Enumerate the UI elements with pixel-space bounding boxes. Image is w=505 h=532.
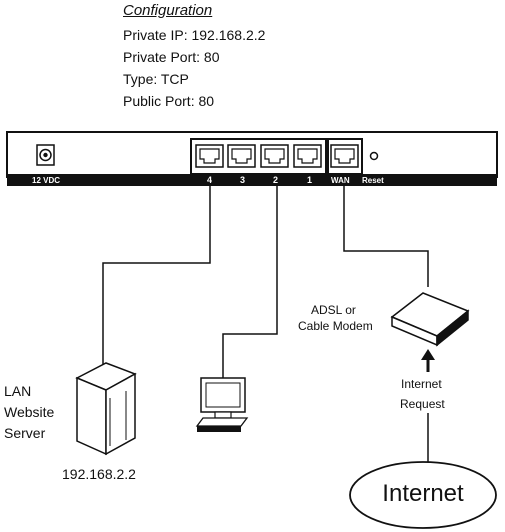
configuration-title: Configuration — [123, 2, 213, 19]
port-label-1: 1 — [307, 175, 312, 185]
port-label-3: 3 — [240, 175, 245, 185]
port-label-4: 4 — [207, 175, 212, 185]
lan-port-1-icon — [293, 144, 322, 168]
port-label-2: 2 — [273, 175, 278, 185]
reset-button-icon — [369, 151, 379, 161]
cable-port2-to-pc — [222, 186, 278, 378]
lan-port-4-icon — [195, 144, 224, 168]
router: 12 VDC 4 3 2 1 WAN Reset — [6, 131, 498, 186]
server-ip-label: 192.168.2.2 — [62, 466, 136, 482]
cable-wan-to-modem — [343, 186, 429, 287]
lan-port-2-icon — [260, 144, 289, 168]
reset-label: Reset — [362, 176, 384, 185]
config-public-port: Public Port: 80 — [123, 93, 215, 109]
internet-request-label-line2: Request — [400, 397, 445, 411]
power-label: 12 VDC — [32, 176, 60, 185]
config-type: Type: TCP — [123, 71, 189, 87]
internet-ellipse — [349, 461, 497, 529]
upload-arrow-icon — [421, 349, 435, 372]
desktop-pc-icon — [195, 377, 249, 432]
config-private-port: Private Port: 80 — [123, 49, 220, 65]
wan-label: WAN — [331, 176, 350, 185]
cable-port4-to-server — [102, 186, 211, 365]
power-jack-icon — [36, 144, 55, 166]
server-label-lan: LAN — [4, 383, 32, 399]
server-tower-icon — [75, 362, 137, 456]
cables — [102, 186, 429, 478]
wan-port-icon — [330, 144, 359, 168]
internet-label: Internet — [382, 480, 464, 507]
router-label-band — [7, 174, 497, 186]
server-label-website: Website — [4, 404, 55, 420]
server-label-server: Server — [4, 425, 46, 441]
modem-icon — [390, 292, 470, 347]
config-private-ip: Private IP: 192.168.2.2 — [123, 27, 266, 43]
modem-label-line2: Cable Modem — [298, 319, 373, 333]
internet-request-label-line1: Internet — [401, 377, 442, 391]
modem-label-line1: ADSL or — [311, 303, 356, 317]
lan-port-3-icon — [227, 144, 256, 168]
